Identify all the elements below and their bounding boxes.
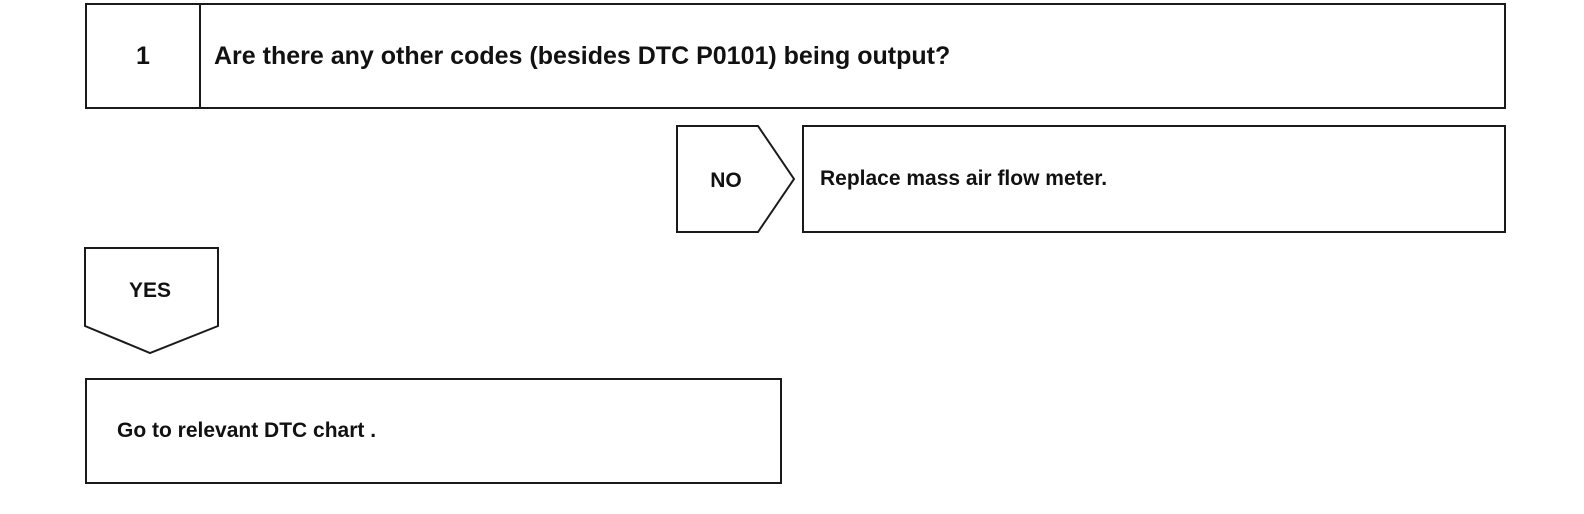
yes-arrow: YES — [84, 247, 219, 355]
yes-arrow-shape — [84, 247, 219, 355]
no-arrow: NO — [676, 125, 796, 233]
yes-result-box: Go to relevant DTC chart . — [85, 378, 782, 484]
step-1-row: 1 Are there any other codes (besides DTC… — [85, 3, 1506, 109]
no-result-text: Replace mass air flow meter. — [820, 167, 1108, 190]
step-question: Are there any other codes (besides DTC P… — [214, 41, 951, 70]
no-label: NO — [710, 169, 742, 192]
yes-label: YES — [129, 279, 171, 302]
step-number: 1 — [87, 5, 201, 107]
no-result-box: Replace mass air flow meter. — [802, 125, 1506, 233]
yes-result-text: Go to relevant DTC chart . — [117, 419, 377, 442]
no-arrow-shape — [676, 125, 796, 233]
